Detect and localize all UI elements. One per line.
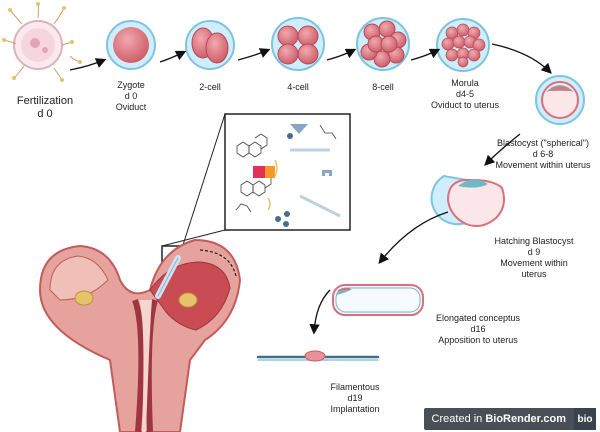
blastocyst-illustration <box>535 75 585 125</box>
four-cell-label: 4-cell <box>273 82 323 93</box>
filamentous-location: Implantation <box>330 404 380 414</box>
fertilization-title: Fertilization <box>16 95 74 107</box>
hatching-title: Hatching Blastocyst <box>494 236 574 246</box>
blastocyst-location: Movement within uterus <box>495 160 591 170</box>
biorender-logo-icon: bio <box>574 408 596 430</box>
morula-day: d4-5 <box>455 89 474 99</box>
fertilization-label: Fertilization d 0 <box>4 95 86 121</box>
biorender-badge[interactable]: Created in BioRender.com bio <box>423 408 596 430</box>
blastocyst-day: d 6-8 <box>532 149 554 159</box>
morula-label: Morula d4-5 Oviduct to uterus <box>420 78 510 111</box>
hatching-day: d 9 <box>527 247 541 257</box>
zygote-title: Zygote <box>117 80 145 90</box>
molecular-signaling-inset <box>161 113 351 263</box>
elongated-location: Apposition to uterus <box>438 335 518 345</box>
elongated-day: d16 <box>470 324 486 334</box>
filamentous-label: Filamentous d19 Implantation <box>320 382 390 415</box>
two-cell-title: 2-cell <box>199 82 221 92</box>
badge-brand: BioRender.com <box>485 413 566 425</box>
zygote-location: Oviduct <box>115 102 147 112</box>
four-cell-title: 4-cell <box>287 82 309 92</box>
stage-arrows <box>69 43 552 335</box>
zygote-illustration <box>106 20 156 70</box>
morula-illustration <box>436 18 490 72</box>
zygote-day: d 0 <box>124 91 138 101</box>
badge-prefix: Created in <box>431 413 483 425</box>
fertilization-day: d 0 <box>37 108 53 120</box>
hatching-location-line2: uterus <box>521 269 547 279</box>
elongated-conceptus-label: Elongated conceptus d16 Apposition to ut… <box>428 313 528 346</box>
four-cell-illustration <box>271 17 325 71</box>
uterus-illustration <box>38 238 242 432</box>
morula-location: Oviduct to uterus <box>430 100 500 110</box>
morula-title: Morula <box>451 78 479 88</box>
filamentous-day: d19 <box>347 393 363 403</box>
fertilization-illustration <box>2 2 82 82</box>
eight-cell-title: 8-cell <box>372 82 394 92</box>
hatching-blastocyst-label: Hatching Blastocyst d 9 Movement within … <box>486 236 582 280</box>
blastocyst-title: Blastocyst ("spherical") <box>497 138 589 148</box>
eight-cell-label: 8-cell <box>358 82 408 93</box>
elongated-title: Elongated conceptus <box>435 313 521 323</box>
filamentous-title: Filamentous <box>330 382 380 392</box>
elongated-conceptus-illustration <box>332 284 424 316</box>
two-cell-label: 2-cell <box>185 82 235 93</box>
two-cell-illustration <box>185 20 235 70</box>
blastocyst-label: Blastocyst ("spherical") d 6-8 Movement … <box>488 138 598 171</box>
hatching-blastocyst-illustration <box>430 174 505 227</box>
filamentous-illustration <box>256 350 380 362</box>
zygote-label: Zygote d 0 Oviduct <box>106 80 156 113</box>
eight-cell-illustration <box>356 17 410 71</box>
hatching-location-line1: Movement within <box>500 258 568 268</box>
